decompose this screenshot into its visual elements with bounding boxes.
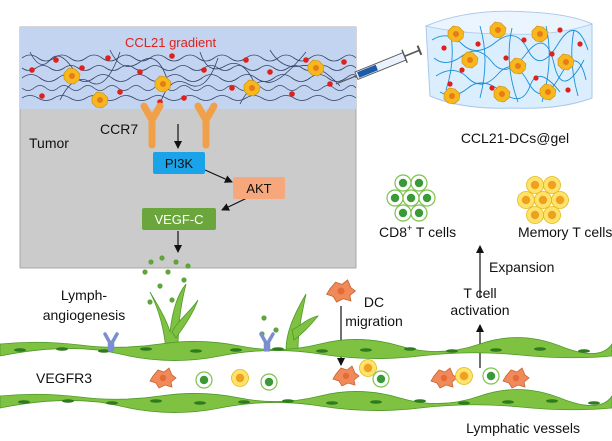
pi3k-box: PI3K <box>153 152 205 174</box>
migrating-dc-icon <box>326 279 356 303</box>
ccl21-dots <box>29 53 347 105</box>
dc-label-line2: migration <box>345 313 403 329</box>
expansion-label: Expansion <box>489 259 554 275</box>
vegfc-box: VEGF-C <box>142 208 216 230</box>
lymphatic-vessels-label: Lymphatic vessels <box>466 420 580 436</box>
lymph-label-line1: Lymph- <box>61 287 108 303</box>
pi3k-label: PI3K <box>165 156 194 171</box>
memory-t-cell-cluster-icon <box>517 176 569 224</box>
tcell-activation-line1: T cell <box>463 285 496 301</box>
gradient-label: CCL21 gradient <box>125 35 216 50</box>
gel-cube-icon <box>424 10 594 109</box>
vegfr3-receptor-right <box>259 332 275 352</box>
lymphatic-vessel-lower-wall <box>0 389 612 413</box>
lymph-label-line2: angiogenesis <box>43 307 126 323</box>
vegfc-label: VEGF-C <box>154 212 203 227</box>
vessel-cells <box>149 359 530 391</box>
memory-label: Memory T cells <box>518 224 612 240</box>
lymphatic-vessel-upper-wall <box>0 337 612 361</box>
gel-fibers <box>21 49 357 105</box>
cd8-label: CD8+ T cells <box>379 223 456 240</box>
arrow-akt-vegfc <box>221 197 248 211</box>
cd8-t-cell-cluster-icon <box>386 174 436 222</box>
tumor-panel <box>19 26 357 269</box>
ccr7-receptor-left <box>140 102 164 149</box>
syringe-icon <box>335 45 423 85</box>
ccr7-label: CCR7 <box>100 121 138 137</box>
tcell-activation-line2: activation <box>450 302 509 318</box>
lymphatic-sprout-1 <box>149 283 199 351</box>
akt-label: AKT <box>246 181 271 196</box>
vegfr3-label: VEGFR3 <box>36 370 92 386</box>
dc-label-line1: DC <box>364 294 384 310</box>
lymphatic-sprout-2 <box>285 293 319 351</box>
gel-label: CCL21-DCs@gel <box>461 130 569 146</box>
arrow-pi3k-akt <box>204 169 233 183</box>
akt-box: AKT <box>233 177 285 199</box>
vegfc-particles <box>142 255 279 337</box>
tumor-label: Tumor <box>29 135 69 151</box>
ccr7-receptor-right <box>194 102 218 149</box>
